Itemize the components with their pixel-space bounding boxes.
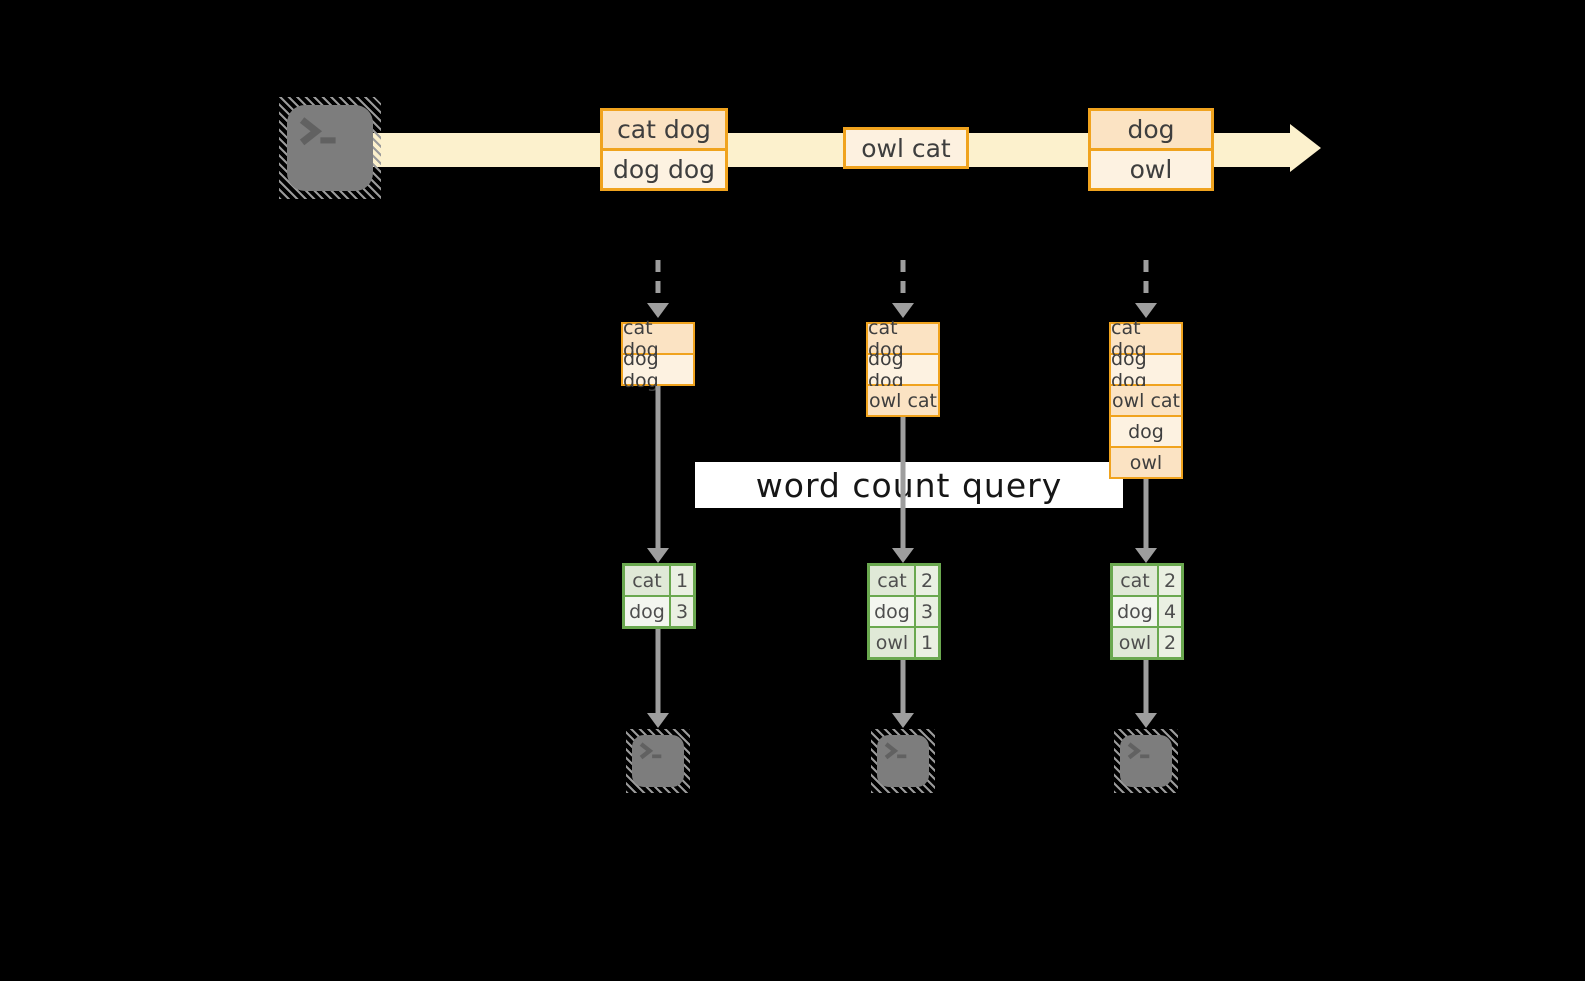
- terminal-icon-source: [279, 97, 381, 199]
- count-table-3: cat 2 dog 4 owl 2: [1110, 563, 1184, 660]
- count-row: cat 1: [625, 566, 693, 595]
- count-word-cell: cat: [625, 566, 669, 595]
- buffer-cell: cat dog: [623, 317, 693, 361]
- count-value-cell: 3: [671, 597, 693, 626]
- buffer-cell: dog dog: [623, 348, 693, 392]
- terminal-prompt-icon: [884, 742, 907, 760]
- buffer-cell: owl cat: [868, 386, 938, 415]
- terminal-icon-consumer-3: [1114, 729, 1178, 793]
- query-label-band: word count query: [695, 462, 1123, 508]
- buffer-cell: dog dog: [868, 348, 938, 392]
- down-arrow-icon: [892, 417, 914, 563]
- terminal-icon-body: [287, 105, 373, 191]
- count-value-cell: 1: [916, 628, 938, 657]
- count-value-cell: 2: [1159, 566, 1181, 595]
- terminal-icon-consumer-2: [871, 729, 935, 793]
- down-arrow-icon: [1135, 479, 1157, 563]
- terminal-prompt-icon: [300, 117, 336, 146]
- count-word-cell: dog: [1113, 597, 1157, 626]
- stream-event-box-3: dog owl: [1088, 108, 1214, 191]
- terminal-icon-body: [632, 735, 684, 787]
- buffer-cell: owl: [1111, 448, 1181, 477]
- dashed-down-arrow-icon: [647, 260, 669, 318]
- down-arrow-icon: [892, 660, 914, 728]
- stream-event-cell: owl cat: [846, 130, 966, 166]
- count-row: owl 2: [1113, 628, 1181, 657]
- terminal-icon-body: [877, 735, 929, 787]
- stream-event-cell: dog: [1091, 111, 1211, 148]
- stream-event-cell: cat dog: [603, 111, 725, 148]
- count-row: cat 2: [1113, 566, 1181, 595]
- buffer-cell: dog dog: [1111, 348, 1181, 392]
- count-value-cell: 3: [916, 597, 938, 626]
- count-word-cell: dog: [870, 597, 914, 626]
- count-value-cell: 2: [1159, 628, 1181, 657]
- dashed-down-arrow-icon: [892, 260, 914, 318]
- count-word-cell: owl: [870, 628, 914, 657]
- count-word-cell: owl: [1113, 628, 1157, 657]
- buffer-cell: dog: [1111, 417, 1181, 446]
- query-label: word count query: [755, 465, 1063, 505]
- down-arrow-icon: [647, 386, 669, 563]
- count-table-2: cat 2 dog 3 owl 1: [867, 563, 941, 660]
- buffer-stack-2: cat dog dog dog owl cat: [866, 317, 940, 417]
- down-arrow-icon: [1135, 660, 1157, 728]
- count-value-cell: 2: [916, 566, 938, 595]
- stream-arrow-head-icon: [1290, 124, 1321, 172]
- terminal-icon-body: [1120, 735, 1172, 787]
- count-row: dog 3: [625, 597, 693, 626]
- buffer-stack-3: cat dog dog dog owl cat dog owl: [1109, 317, 1183, 479]
- buffer-stack-1: cat dog dog dog: [621, 317, 695, 392]
- buffer-cell: owl cat: [1111, 386, 1181, 415]
- count-word-cell: dog: [625, 597, 669, 626]
- count-row: dog 3: [870, 597, 938, 626]
- count-table-1: cat 1 dog 3: [622, 563, 696, 629]
- terminal-prompt-icon: [1127, 742, 1150, 760]
- count-word-cell: cat: [1113, 566, 1157, 595]
- stream-event-cell: owl: [1091, 151, 1211, 188]
- stream-event-box-2: owl cat: [843, 127, 969, 169]
- dashed-down-arrow-icon: [1135, 260, 1157, 318]
- count-word-cell: cat: [870, 566, 914, 595]
- count-row: dog 4: [1113, 597, 1181, 626]
- terminal-prompt-icon: [639, 742, 662, 760]
- count-row: owl 1: [870, 628, 938, 657]
- count-value-cell: 1: [671, 566, 693, 595]
- down-arrow-icon: [647, 629, 669, 728]
- count-value-cell: 4: [1159, 597, 1181, 626]
- stream-event-cell: dog dog: [603, 151, 725, 188]
- stream-event-box-1: cat dog dog dog: [600, 108, 728, 191]
- count-row: cat 2: [870, 566, 938, 595]
- terminal-icon-consumer-1: [626, 729, 690, 793]
